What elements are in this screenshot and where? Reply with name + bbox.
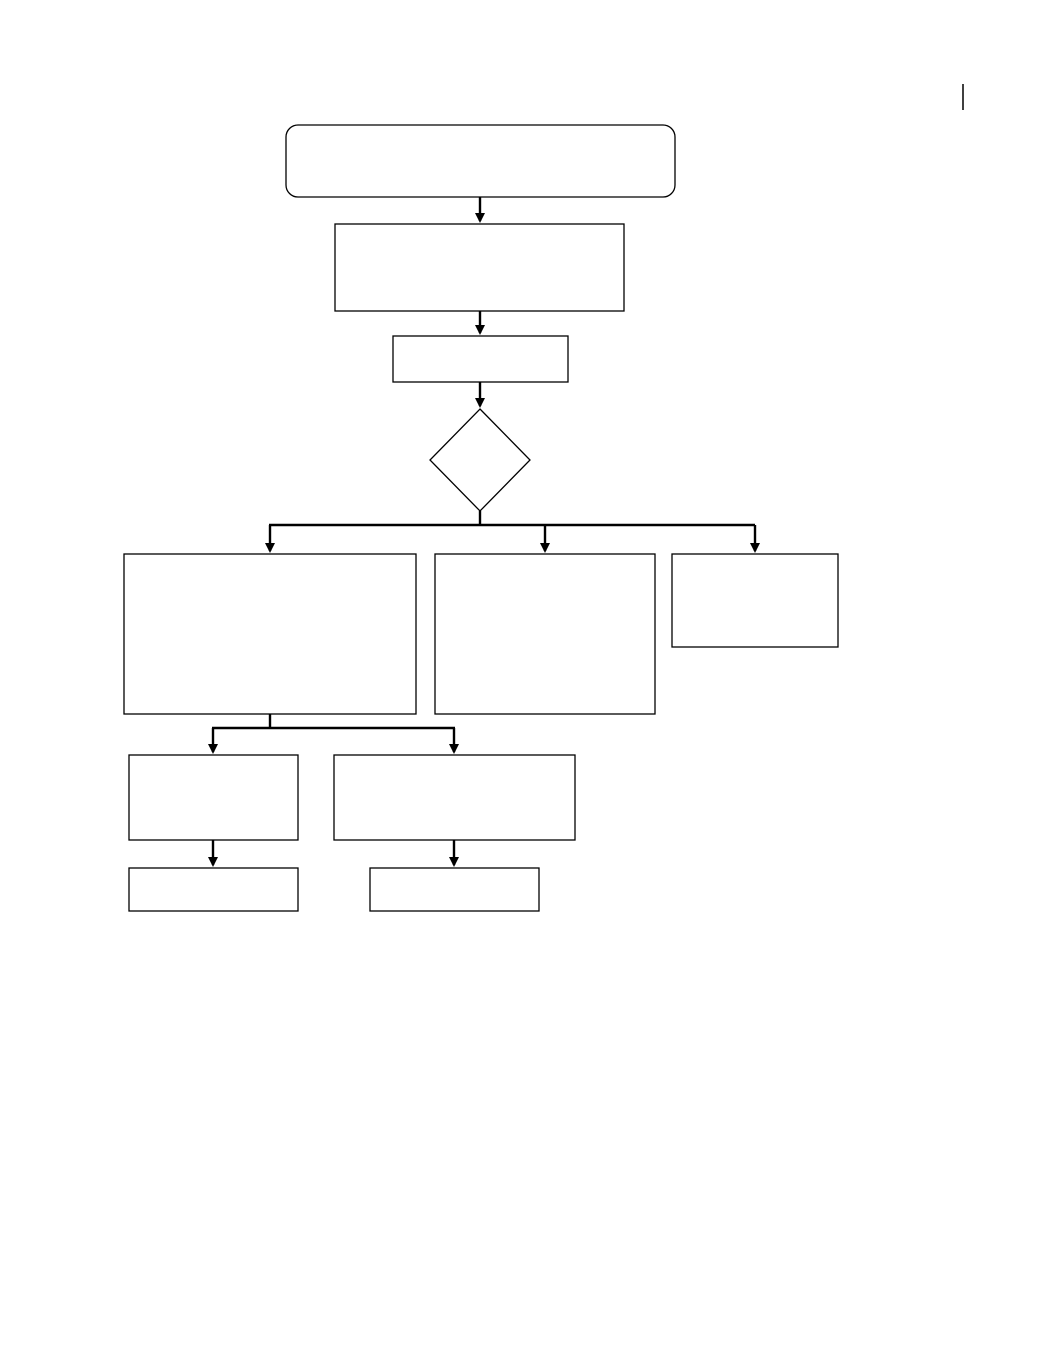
- node-branch-middle: [434, 553, 656, 715]
- node-sub-left: [128, 754, 299, 841]
- connectors: [208, 197, 760, 867]
- node-end-right: [369, 867, 540, 912]
- node-end-left: [128, 867, 299, 912]
- node-start: [285, 124, 676, 198]
- node-sub-right: [333, 754, 576, 841]
- node-branch-right: [671, 553, 839, 648]
- node-branch-left: [123, 553, 417, 715]
- node-decision: [429, 408, 531, 512]
- node-step-2: [392, 335, 569, 383]
- node-step-1: [334, 223, 625, 312]
